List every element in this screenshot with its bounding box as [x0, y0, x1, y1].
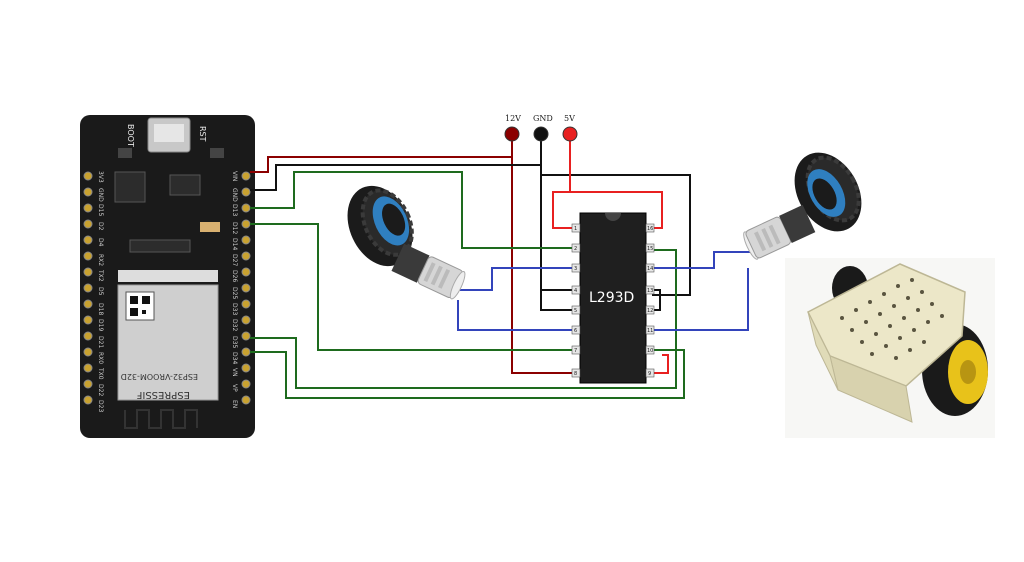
boot-label: BOOT — [126, 124, 135, 147]
pin-number: 2 — [574, 246, 577, 252]
pin-vin: VIN — [231, 171, 238, 181]
pin-d15: D15 — [97, 204, 104, 216]
wires — [250, 140, 760, 399]
pin-rx0: RX0 — [97, 352, 104, 364]
pin-d14: D14 — [231, 238, 238, 250]
wire-5v — [552, 140, 575, 229]
wire-12v — [250, 156, 575, 374]
esp32-board: BOOT RST ESPRESSIF ESP32-VROOM-32D 3V3 — [80, 115, 255, 438]
wire-motor-left-a — [460, 267, 575, 291]
terminal-gnd — [533, 126, 549, 142]
right-gear-motor — [743, 204, 816, 260]
right-wheel — [794, 152, 862, 232]
pin-d5: D5 — [97, 287, 104, 296]
left-gear-motor — [391, 243, 466, 300]
rail-gnd-label: GND — [533, 114, 553, 123]
pin-d26: D26 — [231, 270, 238, 282]
wire-motor-left-b — [457, 300, 575, 331]
terminal-12v — [504, 126, 520, 142]
pin-number: 14 — [647, 266, 653, 272]
pin-number: 5 — [574, 308, 577, 314]
pin-d13: D13 — [231, 204, 238, 216]
pin-number: 3 — [574, 266, 577, 272]
pin-number: 6 — [574, 328, 577, 334]
pin-3v3: 3V3 — [97, 171, 104, 183]
pin-d22: D22 — [97, 384, 104, 396]
antenna-trace — [124, 409, 198, 429]
wire-motor-right-a — [652, 251, 760, 269]
boot-button — [118, 148, 132, 158]
chip-right-pin-numbers: 16 15 14 13 12 11 10 9 — [647, 226, 653, 377]
rail-5v-label: 5V — [564, 114, 575, 123]
pin-d18: D18 — [97, 303, 104, 315]
pin-number: 11 — [647, 328, 653, 334]
module-name: ESP32-VROOM-32D — [121, 372, 198, 381]
wire-signal-d13 — [250, 171, 575, 249]
pin-rx2: RX2 — [97, 254, 104, 266]
l293d-chip: L293D 1 2 3 4 5 6 7 8 16 15 14 1 — [571, 212, 655, 384]
rst-label: RST — [198, 126, 207, 142]
pin-d12: D12 — [231, 222, 238, 234]
wire-gnd-pin12 — [652, 289, 661, 311]
wire-motor-right-b — [652, 268, 749, 331]
module-brand: ESPRESSIF — [136, 389, 190, 400]
pin-gnd-right: GND — [231, 188, 238, 202]
pin-d4: D4 — [97, 238, 104, 247]
terminal-5v — [562, 126, 578, 142]
pin-tx2: TX2 — [97, 269, 104, 282]
pin-number: 16 — [647, 226, 653, 232]
pin-number: 4 — [574, 288, 577, 294]
power-rails: 12V GND 5V — [504, 114, 578, 142]
pin-tx0: TX0 — [97, 367, 104, 380]
wire-signal-d32 — [250, 349, 685, 399]
pin-number: 9 — [648, 371, 651, 377]
robot-chassis-photo — [785, 258, 995, 438]
chip-left-pin-numbers: 1 2 3 4 5 6 7 8 — [574, 226, 577, 377]
chip-right-pins — [645, 223, 655, 378]
esp32-module: ESPRESSIF ESP32-VROOM-32D — [117, 284, 219, 401]
pin-number: 8 — [574, 371, 577, 377]
wire-gnd-pin5 — [540, 290, 575, 311]
pin-d23: D23 — [97, 400, 104, 412]
pin-number: 7 — [574, 348, 577, 354]
wire-5v-pin16 — [570, 191, 663, 229]
left-pin-labels: 3V3 GND D15 D2 D4 RX2 TX2 D5 D18 D19 D21… — [97, 171, 104, 412]
pin-gnd-left: GND — [97, 188, 104, 202]
pin-number: 12 — [647, 308, 653, 314]
pin-d25: D25 — [231, 287, 238, 299]
rail-12v-label: 12V — [505, 114, 521, 123]
pin-d21: D21 — [97, 336, 104, 348]
pin-d32: D32 — [231, 319, 238, 331]
pin-d19: D19 — [97, 319, 104, 331]
pin-d33: D33 — [231, 303, 238, 315]
pin-number: 1 — [574, 226, 577, 232]
right-motor-wheel — [743, 152, 862, 260]
pin-d34: D34 — [231, 352, 238, 364]
rst-button — [210, 148, 224, 158]
chip-label: L293D — [589, 290, 634, 306]
pin-number: 10 — [647, 348, 653, 354]
chassis-holes — [840, 278, 944, 360]
wire-signal-d33 — [250, 249, 677, 389]
pin-vn: VN — [231, 368, 238, 377]
pin-en: EN — [231, 400, 238, 408]
left-motor-wheel — [347, 185, 466, 300]
right-pin-labels: VIN GND D13 D12 D14 D27 D26 D25 D33 D32 … — [231, 171, 238, 408]
pin-d2: D2 — [97, 222, 104, 231]
chip-left-pins — [571, 223, 581, 378]
pin-number: 15 — [647, 246, 653, 252]
left-wheel — [347, 185, 414, 267]
pin-holes — [83, 171, 251, 405]
wire-signal-d12 — [250, 223, 575, 351]
pin-d35: D35 — [231, 336, 238, 348]
pin-number: 13 — [647, 288, 653, 294]
pin-d27: D27 — [231, 254, 238, 266]
wire-5v-pin9 — [652, 354, 669, 374]
pin-vp: VP — [231, 384, 238, 392]
header-strip — [118, 270, 218, 282]
